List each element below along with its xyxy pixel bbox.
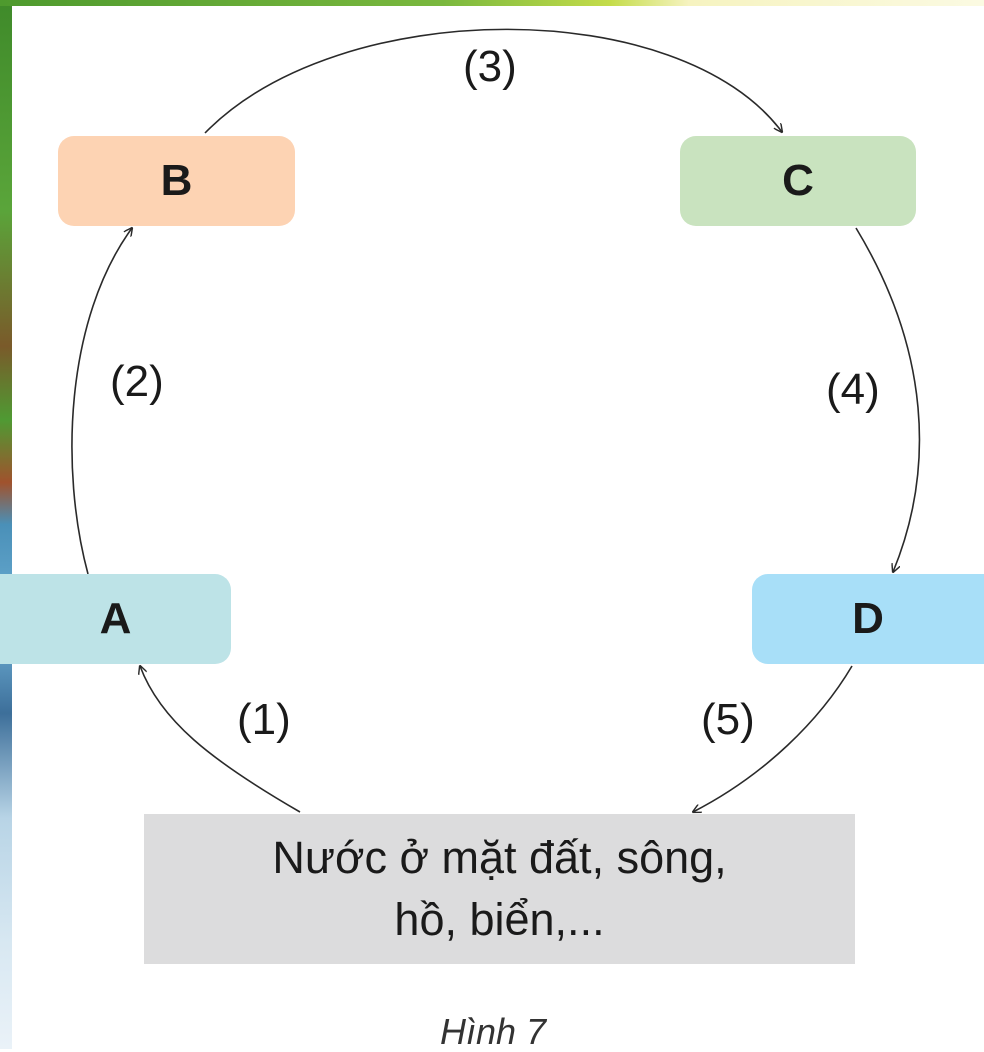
arrow-5-d-to-water (693, 665, 853, 812)
surface-water-box: Nước ở mặt đất, sông, hồ, biển,... (144, 814, 855, 964)
node-b: B (58, 136, 295, 226)
background-strip-left (0, 0, 12, 1049)
edge-label-2: (2) (110, 357, 164, 406)
edge-label-1: (1) (237, 695, 291, 744)
node-a: A (0, 574, 231, 664)
surface-water-line-2: hồ, biển,... (394, 894, 605, 945)
figure-caption: Hình 7 (440, 1011, 547, 1052)
arrow-3-b-to-c (204, 28, 782, 133)
edge-label-5: (5) (701, 695, 755, 744)
arrow-1-water-to-a (140, 666, 301, 813)
arrow-4-c-to-d (855, 227, 921, 572)
background-strip-top (0, 0, 984, 6)
edge-label-3: (3) (463, 42, 517, 91)
node-d: D (752, 574, 984, 664)
arrow-2-a-to-b (71, 228, 132, 575)
surface-water-line-1: Nước ở mặt đất, sông, (272, 832, 727, 883)
node-c: C (680, 136, 916, 226)
edge-label-4: (4) (826, 365, 880, 414)
